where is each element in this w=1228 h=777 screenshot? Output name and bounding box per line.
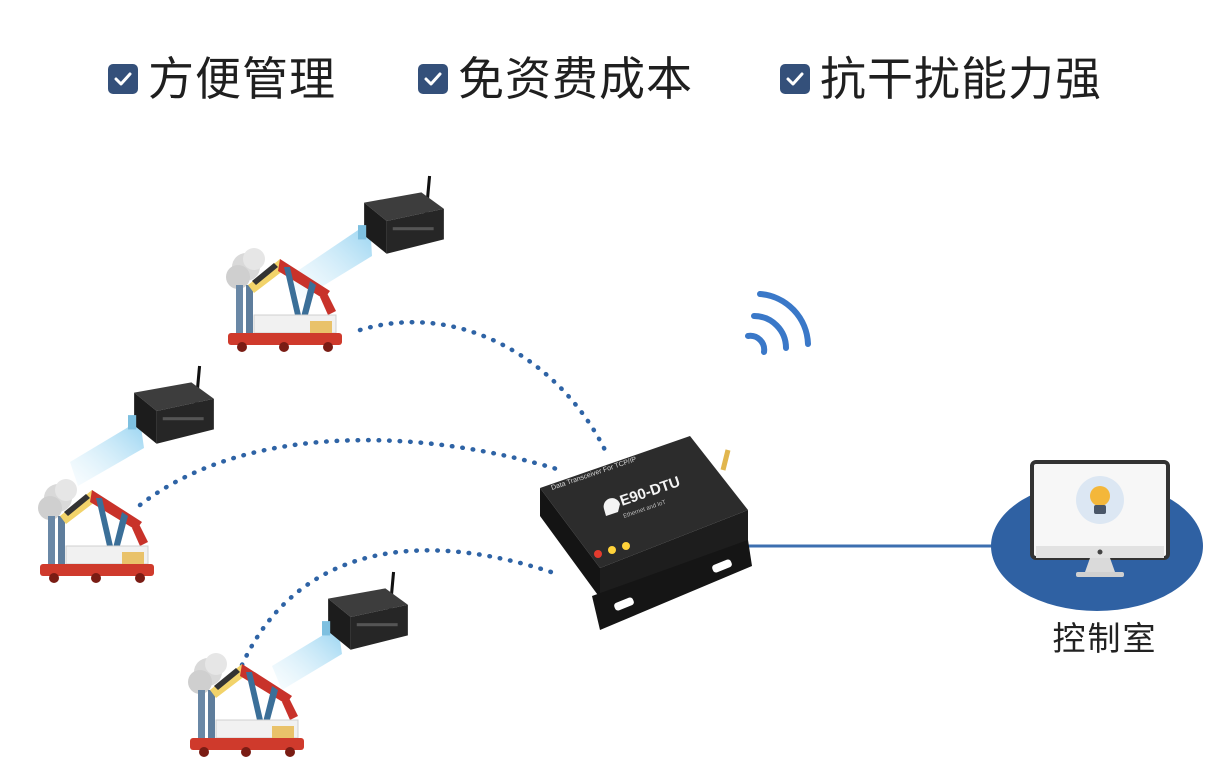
remote-site-2 <box>37 364 216 584</box>
wireless-link-bottom <box>239 548 563 668</box>
feature-bar: 方便管理 免资费成本 抗干扰能力强 <box>0 48 1228 118</box>
oil-pump-icon <box>37 478 155 584</box>
check-icon <box>418 64 448 94</box>
dtu-gateway-device: E90-DTU Data Transceiver For TCP/IP Ethe… <box>540 436 752 630</box>
wifi-signal-icon <box>745 291 811 355</box>
check-icon <box>780 64 810 94</box>
feature-label: 方便管理 <box>148 52 336 106</box>
feature-label: 抗干扰能力强 <box>820 52 1102 106</box>
wireless-links <box>137 319 608 668</box>
signal-beam <box>272 626 342 690</box>
feature-no-fee-cost: 免资费成本 <box>418 48 693 110</box>
feature-easy-management: 方便管理 <box>108 48 336 110</box>
control-room <box>991 460 1203 611</box>
remote-site-3 <box>187 570 410 758</box>
dtu-logo-icon <box>603 498 620 516</box>
feature-label: 免资费成本 <box>458 52 693 106</box>
lightbulb-icon <box>1090 486 1110 514</box>
wireless-link-top <box>357 319 608 453</box>
check-icon <box>108 64 138 94</box>
remote-site-1 <box>225 174 446 353</box>
feature-strong-anti-interference: 抗干扰能力强 <box>780 48 1102 110</box>
wireless-link-middle <box>137 437 563 508</box>
signal-beam <box>70 420 144 486</box>
control-room-label: 控制室 <box>1052 619 1158 658</box>
